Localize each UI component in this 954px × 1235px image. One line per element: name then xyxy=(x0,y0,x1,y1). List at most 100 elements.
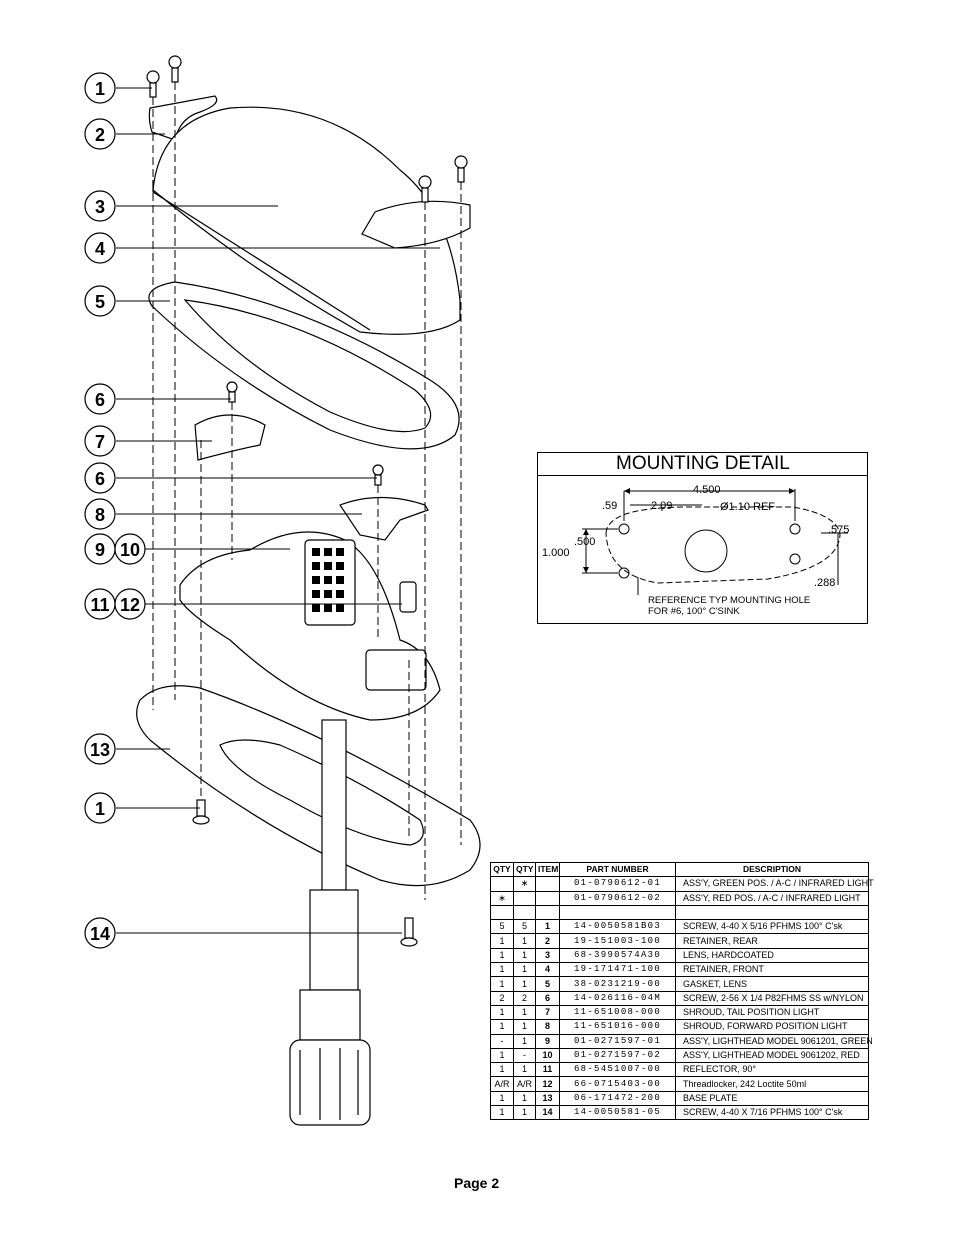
part-number-cell: 06-171472-200 xyxy=(559,1090,676,1107)
cable-boot xyxy=(309,889,359,991)
description-cell: SCREW, 2-56 X 1/4 P82FHMS SS w/NYLON xyxy=(675,990,869,1006)
col-header-description: DESCRIPTION xyxy=(675,861,869,878)
callout-label: 10 xyxy=(120,540,140,560)
dim-overall-width: 4.500 xyxy=(693,484,721,496)
qty-red-cell: 1 xyxy=(513,1090,536,1107)
callout-label: 5 xyxy=(95,292,105,312)
dim-500: .500 xyxy=(574,536,596,548)
qty-red-cell xyxy=(513,904,536,921)
callout-label: 6 xyxy=(95,469,105,489)
qty-red-cell: ∗ xyxy=(513,876,536,892)
part-number-cell: 38-0231219-00 xyxy=(559,976,676,992)
description-cell: RETAINER, REAR xyxy=(675,933,869,949)
part-number-cell: 01-0790612-01 xyxy=(559,876,676,892)
item-cell: 13 xyxy=(535,1090,560,1107)
qty-green-cell: 1 xyxy=(490,933,514,949)
part-number-cell: 66-0715403-00 xyxy=(559,1076,676,1092)
item-cell: 14 xyxy=(535,1105,560,1121)
callout-label: 2 xyxy=(95,125,105,145)
dim-hole-offset: 2.09 xyxy=(651,500,673,512)
item-cell: 8 xyxy=(535,1019,560,1035)
qty-green-cell: 1 xyxy=(490,1004,514,1021)
item-cell: 3 xyxy=(535,947,560,964)
qty-red-cell: 1 xyxy=(513,1062,536,1078)
mounting-note-line1: REFERENCE TYP MOUNTING HOLE xyxy=(648,595,811,606)
item-cell xyxy=(535,890,560,906)
description-cell: ASS'Y, GREEN POS. / A-C / INFRARED LIGHT xyxy=(675,876,874,892)
table-row xyxy=(490,904,869,921)
item-cell: 4 xyxy=(535,962,560,978)
dim-288: .288 xyxy=(814,577,836,589)
qty-green-cell: - xyxy=(490,1033,514,1049)
callout-label: 11 xyxy=(90,595,109,615)
qty-green-cell: 1 xyxy=(490,962,514,978)
part-number-cell: 01-0271597-02 xyxy=(559,1047,676,1064)
qty-green-cell: 1 xyxy=(490,1062,514,1078)
description-cell: RETAINER, FRONT xyxy=(675,962,869,978)
qty-green-cell: 1 xyxy=(490,1047,514,1064)
description-cell: ASS'Y, LIGHTHEAD MODEL 9061202, RED xyxy=(675,1047,869,1064)
qty-green-cell: 2 xyxy=(490,990,514,1006)
callout-label: 1 xyxy=(95,79,105,99)
callout-label: 4 xyxy=(95,239,105,259)
callout-label: 1 xyxy=(95,799,105,819)
front-retainer xyxy=(361,200,471,249)
qty-green-cell xyxy=(490,904,514,921)
item-cell xyxy=(535,876,560,892)
qty-red-cell: 1 xyxy=(513,1019,536,1035)
tail-shroud xyxy=(194,414,266,461)
part-number-cell: 68-5451007-00 xyxy=(559,1062,676,1078)
qty-red-cell: 1 xyxy=(513,1004,536,1021)
callout-label: 9 xyxy=(95,540,105,560)
item-cell: 9 xyxy=(535,1033,560,1049)
qty-red-cell: 1 xyxy=(513,962,536,978)
dim-edge-offset: .59 xyxy=(602,500,618,512)
item-cell: 6 xyxy=(535,990,560,1006)
dim-1000: 1.000 xyxy=(542,547,570,559)
item-cell: 2 xyxy=(535,933,560,949)
qty-red-cell: 5 xyxy=(513,919,536,935)
connector-nut xyxy=(289,1039,371,1126)
description-cell: REFLECTOR, 90° xyxy=(675,1062,869,1078)
qty-red-cell: 1 xyxy=(513,1033,536,1049)
item-cell: 7 xyxy=(535,1004,560,1021)
mounting-detail: MOUNTING DETAIL 4.500 .59 2.09 Ø1.10 REF… xyxy=(537,452,868,624)
description-cell: BASE PLATE xyxy=(675,1090,869,1107)
qty-red-cell: - xyxy=(513,1047,536,1064)
mounting-note-line2: FOR #6, 100° C'SINK xyxy=(648,606,740,617)
dim-575: .575 xyxy=(828,524,850,536)
col-header-qty-red: QTY xyxy=(513,861,536,878)
description-cell: GASKET, LENS xyxy=(675,976,869,992)
callout-label: 12 xyxy=(120,595,140,615)
col-header-qty-green: QTY xyxy=(490,861,514,878)
mounting-detail-drawing xyxy=(582,488,848,595)
qty-green-cell: 1 xyxy=(490,1105,514,1121)
qty-red-cell: 2 xyxy=(513,990,536,1006)
part-number-cell: 14-026116-04M xyxy=(559,990,676,1006)
item-cell: 10 xyxy=(535,1047,560,1064)
description-cell: SHROUD, FORWARD POSITION LIGHT xyxy=(675,1019,869,1035)
qty-red-cell: 1 xyxy=(513,1105,536,1121)
callout-label: 3 xyxy=(95,197,105,217)
item-cell: 11 xyxy=(535,1062,560,1078)
description-cell: SCREW, 4-40 X 7/16 PFHMS 100° C'sk xyxy=(675,1105,869,1121)
description-cell: LENS, HARDCOATED xyxy=(675,947,869,964)
description-cell xyxy=(675,904,869,921)
part-number-cell: 14-0050581-05 xyxy=(559,1105,676,1121)
qty-red-cell: 1 xyxy=(513,933,536,949)
part-number-cell: 11-651016-000 xyxy=(559,1019,676,1035)
mounting-detail-title: MOUNTING DETAIL xyxy=(538,453,867,476)
qty-red-cell xyxy=(513,890,536,906)
